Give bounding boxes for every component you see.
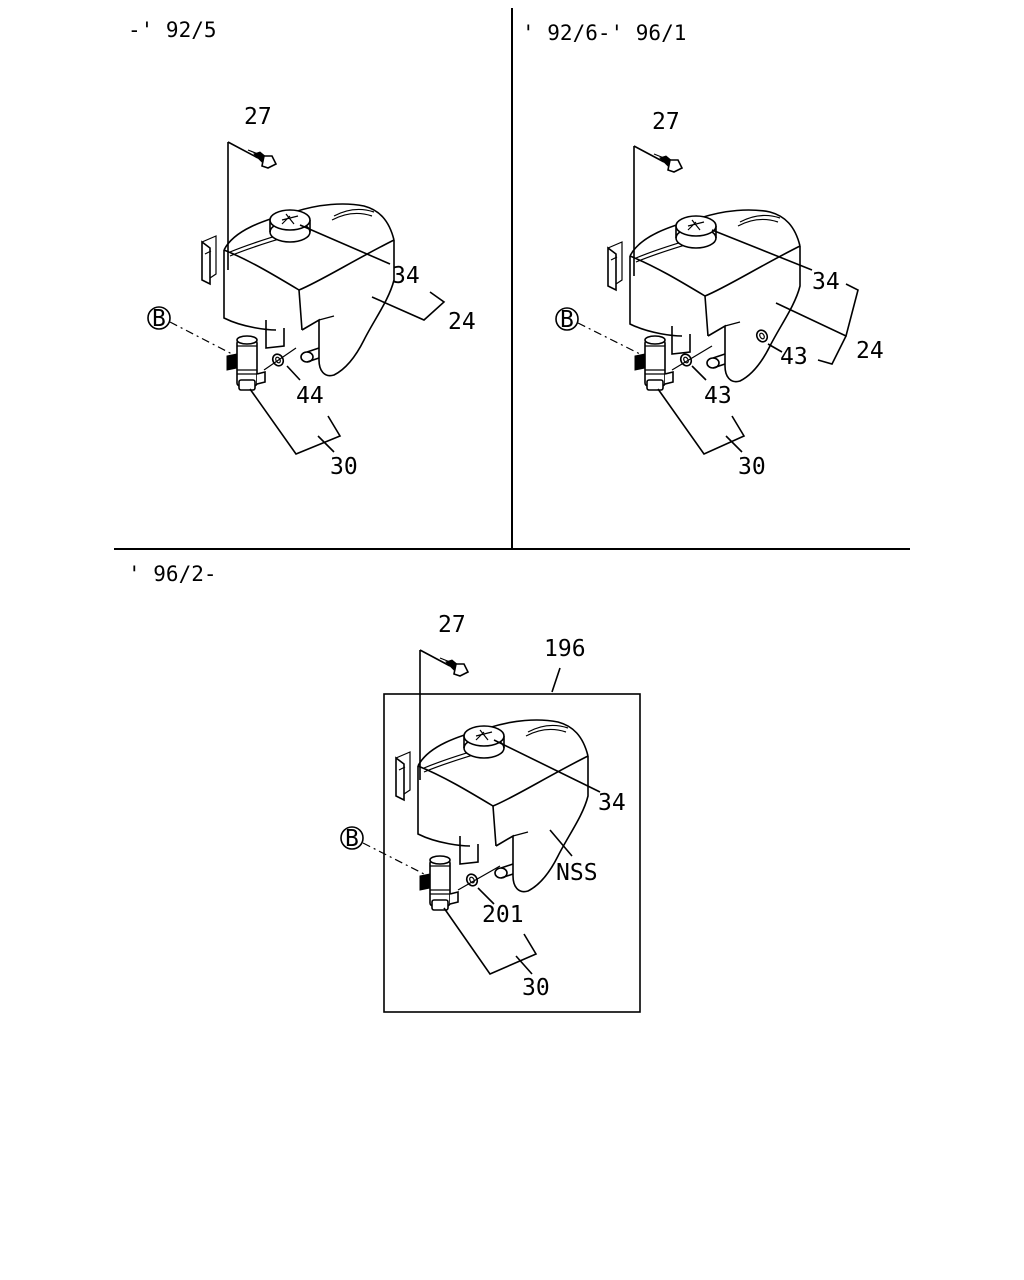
- label-tank: NSS: [556, 860, 598, 886]
- label-pump: 30: [522, 975, 550, 1001]
- seal-icon: [753, 327, 771, 345]
- panel-3: ' 96/2- 196 27 34 NSS 201 30: [128, 562, 641, 1013]
- panel-2: ' 92/6-' 96/1 27 34 24 43 43 30: [522, 21, 884, 480]
- label-screw: 27: [438, 612, 466, 638]
- label-tank: 24: [448, 309, 476, 335]
- screw-icon: [439, 657, 469, 677]
- seal-icon: [677, 351, 695, 369]
- label-tank: 24: [856, 338, 884, 364]
- label-cap: 34: [392, 263, 420, 289]
- label-seal: 43: [704, 383, 732, 409]
- panel-1: -' 92/5 27 34 24 44 30: [128, 18, 476, 480]
- label-screw: 27: [652, 109, 680, 135]
- label-seal-2: 43: [780, 344, 808, 370]
- pump-icon: [226, 335, 266, 391]
- label-seal: 201: [482, 902, 524, 928]
- washer-tank-icon: [201, 203, 395, 377]
- label-seal: 44: [296, 383, 324, 409]
- label-pump: 30: [330, 454, 358, 480]
- screw-icon: [247, 149, 277, 169]
- label-screw: 27: [244, 104, 272, 130]
- label-reference: B: [152, 306, 166, 332]
- screw-icon: [653, 153, 683, 173]
- panel-1-period: -' 92/5: [128, 18, 217, 42]
- label-assembly: 196: [544, 636, 586, 662]
- label-reference: B: [560, 307, 574, 333]
- label-pump: 30: [738, 454, 766, 480]
- label-cap: 34: [812, 269, 840, 295]
- pump-icon: [634, 335, 674, 391]
- label-cap: 34: [598, 790, 626, 816]
- panel-3-period: ' 96/2-: [128, 562, 217, 586]
- panel-2-period: ' 92/6-' 96/1: [522, 21, 686, 45]
- label-reference: B: [345, 826, 359, 852]
- pump-icon: [419, 855, 459, 911]
